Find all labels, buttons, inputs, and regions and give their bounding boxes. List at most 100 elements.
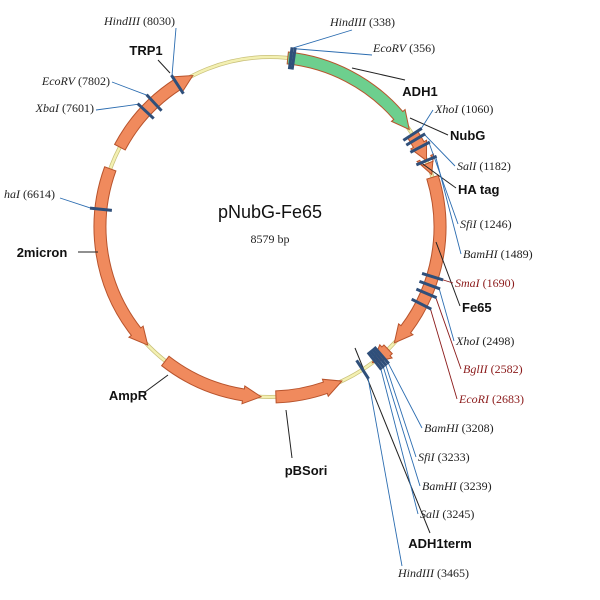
site-ecorv-7802-label: EcoRV (7802)	[41, 74, 110, 88]
site-bglii-2582-tick	[415, 287, 438, 300]
feature-arrows	[93, 51, 447, 405]
site-bamhi-1489-enzyme: BamHI	[463, 247, 499, 261]
site-bglii-2582-label: BglII (2582)	[463, 362, 523, 376]
site-bamhi-1489-position: (1489)	[498, 247, 533, 261]
site-sali-3245-leader	[380, 368, 419, 515]
site-xbai-7601-label: XbaI (7601)	[35, 101, 94, 115]
site-bamhi-3239-label: BamHI (3239)	[422, 479, 492, 493]
site-hindiii-3465-enzyme: HindIII	[397, 566, 435, 580]
feature-leader-fe65	[435, 241, 461, 307]
site-ecorv-356-tick	[290, 47, 297, 70]
site-hindiii-8030-leader	[171, 27, 177, 77]
site-ecori-2683-label: EcoRI (2683)	[458, 392, 524, 406]
site-sali-1182-position: (1182)	[476, 159, 511, 173]
site-ecorv-356-position: (356)	[406, 41, 435, 55]
site-ecori-2683-enzyme: EcoRI	[458, 392, 490, 406]
site-xhoi-1060-enzyme: XhoI	[434, 102, 459, 116]
site-ticks	[89, 47, 444, 380]
site-bamhi-3239-leader	[382, 366, 421, 487]
site-hai-6614-leader	[59, 197, 92, 209]
site-bamhi-1489-leader	[435, 156, 462, 255]
site-ecori-2683-position: (2683)	[489, 392, 524, 406]
site-sfii-3233-enzyme: SfiI	[418, 450, 436, 464]
feature-arrow-ampr	[160, 355, 263, 405]
site-smai-1690-position: (1690)	[480, 276, 515, 290]
site-smai-1690-label: SmaI (1690)	[455, 276, 515, 290]
site-xhoi-1060-tick	[402, 127, 423, 142]
site-bglii-2582-enzyme: BglII	[463, 362, 489, 376]
site-xbai-7601-leader	[95, 103, 139, 111]
site-hai-6614-tick	[89, 206, 113, 212]
site-hindiii-338-label: HindIII (338)	[329, 15, 395, 29]
feature-label-2micron: 2micron	[17, 245, 68, 260]
site-sali-1182-tick	[405, 132, 426, 147]
feature-label-trp1: TRP1	[129, 43, 162, 58]
site-bglii-2582-leader	[435, 297, 462, 370]
site-xbai-7601-position: (7601)	[59, 101, 94, 115]
site-ecorv-356-leader	[295, 48, 373, 56]
site-xhoi-2498-leader	[438, 288, 455, 342]
site-bamhi-3239-position: (3239)	[457, 479, 492, 493]
site-sali-3245-enzyme: SalI	[420, 507, 440, 521]
site-sfii-1246-position: (1246)	[477, 217, 512, 231]
site-sfii-3233-tick	[371, 347, 388, 367]
feature-arrow-2micron	[93, 166, 149, 346]
feature-leader-ha-tag	[419, 161, 457, 189]
site-ecorv-7802-leader	[111, 81, 148, 96]
feature-label-fe65: Fe65	[462, 300, 492, 315]
site-hindiii-338-position: (338)	[366, 15, 395, 29]
feature-label-ha-tag: HA tag	[458, 182, 499, 197]
site-xhoi-1060-label: XhoI (1060)	[434, 102, 493, 116]
plasmid-name: pNubG-Fe65	[218, 202, 322, 222]
site-xhoi-1060-leader	[420, 109, 434, 130]
site-sali-3245-label: SalI (3245)	[420, 507, 474, 521]
site-ecorv-7802-enzyme: EcoRV	[41, 74, 77, 88]
feature-leader-pbsori	[285, 409, 293, 459]
feature-label-ampr: AmpR	[109, 388, 148, 403]
feature-label-adh1term: ADH1term	[408, 536, 472, 551]
feature-leader-adh1	[351, 67, 406, 81]
site-sali-3245-position: (3245)	[439, 507, 474, 521]
feature-leader-ampr	[144, 374, 169, 393]
site-ecorv-7802-tick	[145, 93, 163, 112]
feature-label-pbsori: pBSori	[285, 463, 328, 478]
site-sali-3245-tick	[366, 351, 383, 371]
site-hindiii-3465-position: (3465)	[434, 566, 469, 580]
site-sfii-3233-label: SfiI (3233)	[418, 450, 470, 464]
site-hindiii-3465-tick	[355, 359, 370, 380]
site-hindiii-8030-position: (8030)	[140, 14, 175, 28]
site-bamhi-3208-label: BamHI (3208)	[424, 421, 494, 435]
site-hindiii-3465-leader	[367, 377, 403, 567]
site-xhoi-2498-enzyme: XhoI	[455, 334, 480, 348]
site-sfii-3233-position: (3233)	[435, 450, 470, 464]
site-ecori-2683-tick	[410, 297, 432, 311]
site-ecorv-7802-position: (7802)	[75, 74, 110, 88]
site-ecorv-356-enzyme: EcoRV	[372, 41, 408, 55]
site-xhoi-1060-position: (1060)	[458, 102, 493, 116]
site-sfii-1246-enzyme: SfiI	[460, 217, 478, 231]
site-sfii-1246-label: SfiI (1246)	[460, 217, 512, 231]
site-sali-1182-enzyme: SalI	[457, 159, 477, 173]
site-ecori-2683-leader	[429, 308, 458, 400]
site-bamhi-3208-leader	[387, 362, 423, 429]
feature-label-nubg: NubG	[450, 128, 485, 143]
site-sali-1182-leader	[423, 133, 456, 167]
site-xbai-7601-tick	[136, 102, 155, 120]
site-sfii-3233-leader	[385, 364, 417, 458]
site-xhoi-2498-label: XhoI (2498)	[455, 334, 514, 348]
site-hindiii-8030-tick	[170, 74, 185, 95]
site-bamhi-3208-position: (3208)	[459, 421, 494, 435]
feature-arrow-trp1	[113, 74, 194, 151]
site-hindiii-8030-enzyme: HindIII	[103, 14, 141, 28]
feature-arrow-fe65	[393, 174, 447, 344]
site-hindiii-338-leader	[291, 29, 353, 49]
site-smai-1690-leader	[442, 279, 454, 284]
site-hai-6614-position: (6614)	[20, 187, 55, 201]
site-bamhi-3239-tick	[368, 349, 386, 369]
plasmid-size: 8579 bp	[251, 232, 290, 246]
site-hindiii-8030-label: HindIII (8030)	[103, 14, 175, 28]
site-xhoi-2498-position: (2498)	[479, 334, 514, 348]
site-hai-6614-label: haI (6614)	[4, 187, 55, 201]
site-hindiii-3465-label: HindIII (3465)	[397, 566, 469, 580]
